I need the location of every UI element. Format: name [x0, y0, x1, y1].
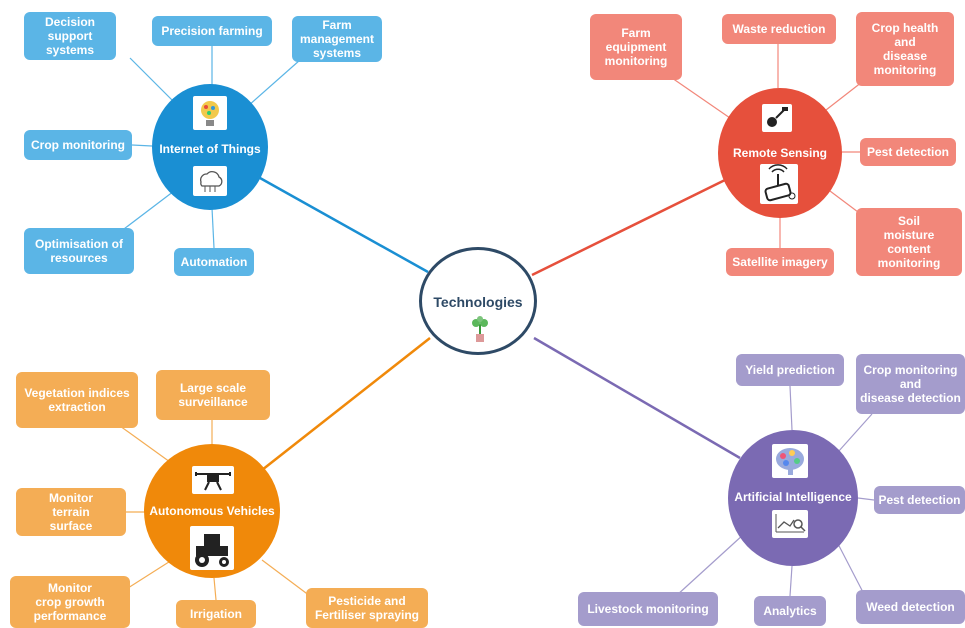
autonomous-vehicles-hub: Autonomous Vehicles: [144, 444, 280, 578]
ai-item: Yield prediction: [736, 354, 844, 386]
iot-item: Precision farming: [152, 16, 272, 46]
remote-sensing-item: Crop health and disease monitoring: [856, 12, 954, 86]
autonomous-vehicles-item: Large scale surveillance: [156, 370, 270, 420]
autonomous-vehicles-item: Irrigation: [176, 600, 256, 628]
autonomous-vehicles-item: Monitor crop growth performance: [10, 576, 130, 628]
cloud-network-icon: [193, 166, 227, 196]
brain-icon: [772, 444, 808, 478]
satellite-icon: [762, 104, 792, 132]
ai-item: Pest detection: [874, 486, 965, 514]
lightbulb-icon: [193, 96, 227, 130]
ai-label: Artificial Intelligence: [734, 490, 852, 504]
ai-item: Crop monitoring and disease detection: [856, 354, 965, 414]
iot-item: Decision support systems: [24, 12, 116, 60]
remote-sensing-label: Remote Sensing: [732, 146, 828, 160]
ai-item: Weed detection: [856, 590, 965, 624]
sensor-device-icon: [760, 164, 798, 204]
iot-item: Farm management systems: [292, 16, 382, 62]
technologies-node: Technologies: [419, 247, 537, 355]
iot-item: Automation: [174, 248, 254, 276]
autonomous-vehicles-item: Vegetation indices extraction: [16, 372, 138, 428]
chart-analysis-icon: [772, 510, 808, 538]
remote-sensing-hub: Remote Sensing: [718, 88, 842, 218]
ai-hub: Artificial Intelligence: [728, 430, 858, 566]
drone-icon: [192, 466, 234, 494]
tractor-icon: [190, 526, 234, 570]
ai-item: Analytics: [754, 596, 826, 626]
iot-item: Optimisation of resources: [24, 228, 134, 274]
ai-item: Livestock monitoring: [578, 592, 718, 626]
iot-item: Crop monitoring: [24, 130, 132, 160]
plant-icon: [472, 316, 488, 342]
iot-label: Internet of Things: [159, 142, 261, 156]
remote-sensing-item: Farm equipment monitoring: [590, 14, 682, 80]
technologies-label: Technologies: [433, 294, 523, 310]
autonomous-vehicles-item: Pesticide and Fertiliser spraying: [306, 588, 428, 628]
autonomous-vehicles-item: Monitor terrain surface: [16, 488, 126, 536]
autonomous-vehicles-label: Autonomous Vehicles: [149, 504, 275, 518]
remote-sensing-item: Satellite imagery: [726, 248, 834, 276]
remote-sensing-item: Pest detection: [860, 138, 956, 166]
iot-hub: Internet of Things: [152, 84, 268, 210]
remote-sensing-item: Soil moisture content monitoring: [856, 208, 962, 276]
remote-sensing-item: Waste reduction: [722, 14, 836, 44]
